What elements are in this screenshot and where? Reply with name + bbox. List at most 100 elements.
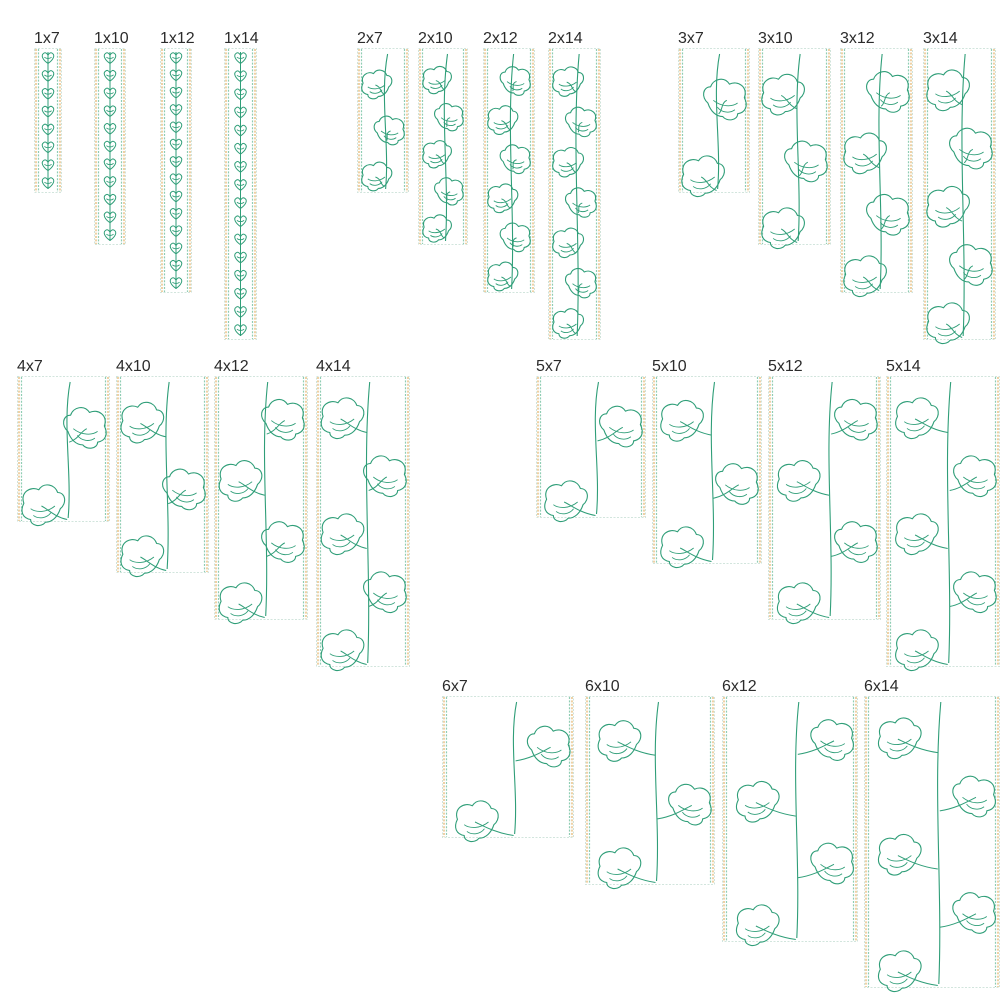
flower-icon <box>703 78 747 121</box>
stitch-pattern <box>597 701 712 890</box>
flower-icon <box>810 719 854 761</box>
bud-icon <box>234 70 247 83</box>
hoop-outline <box>722 696 858 942</box>
flower-icon <box>373 115 405 146</box>
flower-icon <box>487 183 519 214</box>
embroidery-preview <box>548 48 601 340</box>
design-card-2x14[interactable]: 2x14 <box>548 30 601 340</box>
flower-icon <box>660 526 704 569</box>
embroidery-preview <box>864 696 1000 993</box>
size-label: 3x7 <box>678 30 704 47</box>
flower-icon <box>926 302 970 345</box>
bud-icon <box>169 208 183 220</box>
flower-icon <box>361 69 393 100</box>
design-card-1x10[interactable]: 1x10 <box>94 30 138 245</box>
flower-icon <box>487 261 519 292</box>
design-card-6x7[interactable]: 6x7 <box>442 678 574 843</box>
stitch-pattern <box>41 52 55 190</box>
bud-icon <box>41 159 55 172</box>
flower-icon <box>784 140 828 183</box>
side-border <box>225 49 256 339</box>
size-label: 3x10 <box>758 30 793 47</box>
flower-icon <box>487 105 519 135</box>
flower-icon <box>926 69 970 112</box>
design-card-1x7[interactable]: 1x7 <box>34 30 78 193</box>
side-border <box>317 377 409 666</box>
size-label: 1x14 <box>224 30 259 47</box>
flower-icon <box>218 582 263 625</box>
flower-icon <box>552 308 585 339</box>
bud-icon <box>234 142 247 155</box>
design-card-3x12[interactable]: 3x12 <box>840 30 913 298</box>
flower-icon <box>949 244 993 286</box>
side-border <box>759 49 830 244</box>
hoop-outline <box>923 48 996 340</box>
bud-icon <box>103 87 117 100</box>
design-card-4x12[interactable]: 4x12 <box>214 358 308 625</box>
bud-icon <box>234 106 247 119</box>
design-card-6x14[interactable]: 6x14 <box>864 678 1000 993</box>
stitch-pattern <box>234 52 247 337</box>
design-card-4x7[interactable]: 4x7 <box>17 358 110 527</box>
bud-icon <box>169 242 183 255</box>
flower-icon <box>422 140 452 169</box>
side-border <box>117 377 208 572</box>
bud-icon <box>169 86 183 99</box>
design-card-2x10[interactable]: 2x10 <box>418 30 468 245</box>
stitch-pattern <box>455 701 571 843</box>
design-card-3x14[interactable]: 3x14 <box>923 30 996 345</box>
design-card-6x12[interactable]: 6x12 <box>722 678 858 947</box>
stitch-pattern <box>843 53 910 298</box>
embroidery-preview <box>214 376 308 625</box>
hoop-outline <box>652 376 762 564</box>
design-card-2x7[interactable]: 2x7 <box>357 30 409 193</box>
bud-icon <box>169 138 183 151</box>
size-label: 2x7 <box>357 30 383 47</box>
hoop-outline <box>316 376 410 667</box>
design-card-1x14[interactable]: 1x14 <box>224 30 268 340</box>
design-card-6x10[interactable]: 6x10 <box>585 678 715 890</box>
flower-icon <box>526 725 571 768</box>
design-card-5x12[interactable]: 5x12 <box>768 358 881 625</box>
bud-icon <box>41 141 55 154</box>
stitch-pattern <box>926 53 993 345</box>
design-card-2x12[interactable]: 2x12 <box>483 30 535 293</box>
bud-icon <box>103 69 117 82</box>
bud-icon <box>169 173 183 186</box>
design-card-3x10[interactable]: 3x10 <box>758 30 831 250</box>
size-label: 2x10 <box>418 30 453 47</box>
embroidery-preview <box>160 48 192 293</box>
design-card-4x10[interactable]: 4x10 <box>116 358 209 578</box>
side-border <box>865 697 999 987</box>
design-card-4x14[interactable]: 4x14 <box>316 358 410 672</box>
stitch-pattern <box>21 381 107 527</box>
flower-icon <box>834 398 878 441</box>
stitch-pattern <box>169 52 183 290</box>
bud-icon <box>169 190 183 203</box>
side-border <box>887 377 999 666</box>
design-card-1x12[interactable]: 1x12 <box>160 30 204 293</box>
flower-icon <box>434 177 464 206</box>
design-card-5x10[interactable]: 5x10 <box>652 358 762 569</box>
embroidery-preview <box>536 376 646 523</box>
size-label: 3x14 <box>923 30 958 47</box>
size-label: 6x14 <box>864 678 899 695</box>
flower-icon <box>564 267 597 299</box>
flower-icon <box>681 155 725 198</box>
design-card-5x14[interactable]: 5x14 <box>886 358 1000 672</box>
bud-icon <box>234 52 247 65</box>
side-border <box>484 49 534 292</box>
flower-icon <box>363 455 407 498</box>
hoop-outline <box>585 696 715 885</box>
flower-icon <box>895 629 939 672</box>
flower-icon <box>120 401 165 444</box>
flower-icon <box>599 405 643 448</box>
side-border <box>95 49 125 244</box>
size-label: 4x7 <box>17 358 43 375</box>
side-border <box>35 49 61 192</box>
hoop-outline <box>678 48 750 193</box>
flower-icon <box>953 571 997 614</box>
design-card-3x7[interactable]: 3x7 <box>678 30 750 198</box>
hoop-outline <box>548 48 601 340</box>
design-card-5x7[interactable]: 5x7 <box>536 358 646 523</box>
